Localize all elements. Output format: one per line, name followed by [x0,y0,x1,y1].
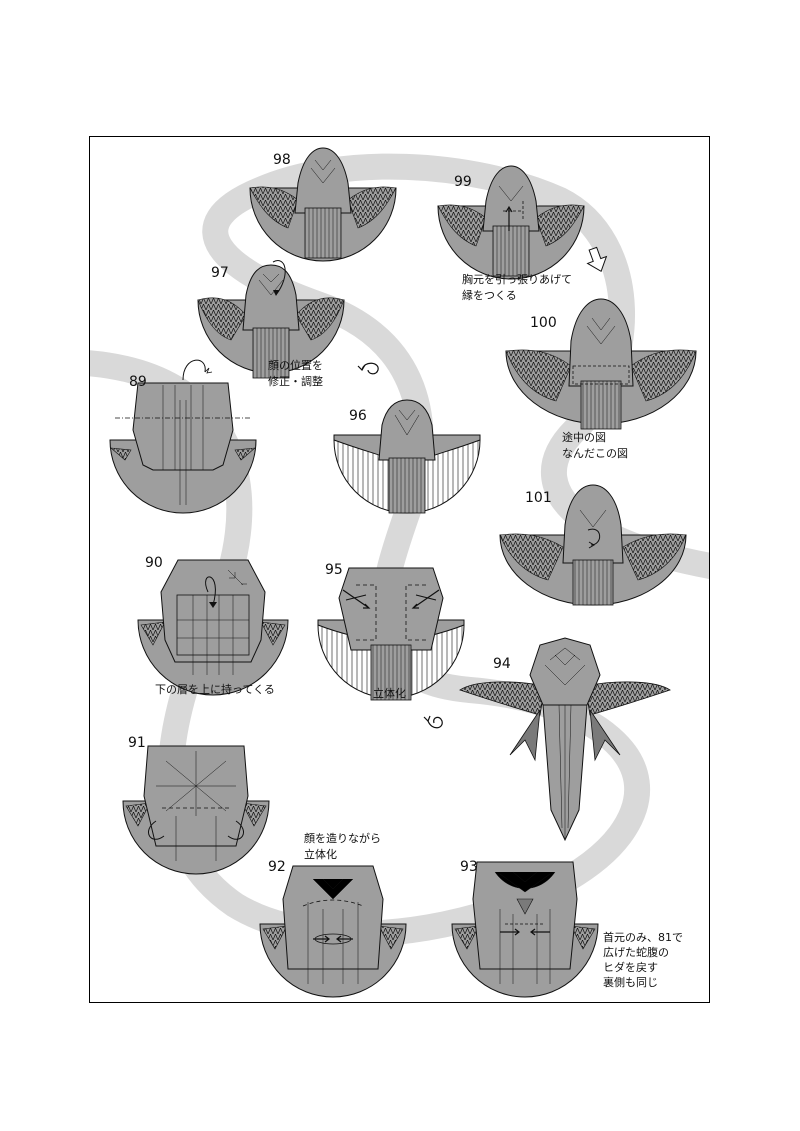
caption-intermediate-line2: なんだこの図 [562,447,628,460]
step-100-model [505,298,697,430]
caption-step-93-line3: ヒダを戻す [603,960,658,974]
rotate-arrow-icon [357,362,379,375]
step-number-98: 98 [273,152,291,168]
step-90-model [137,559,289,696]
caption-step-95: 立体化 [373,686,406,700]
step-number-91: 91 [128,735,146,751]
caption-intermediate-line1: 途中の図 [562,430,606,444]
step-95-model [317,567,465,701]
step-number-95: 95 [325,562,343,578]
hollow-down-arrow-icon [586,246,608,273]
caption-step-99-line2: 縁をつくる [462,288,517,302]
caption-step-97-line2: 修正・調整 [268,374,323,388]
step-99-model [437,165,585,280]
caption-step-97-line1: 顔の位置を [268,358,323,372]
step-number-94: 94 [493,656,511,672]
step-91-model [122,745,270,875]
caption-step-93-line1: 首元のみ、81で [603,930,683,944]
caption-step-93-line4: 裏側も同じ [603,975,658,989]
step-97-model [197,260,345,379]
step-number-101: 101 [525,490,552,506]
caption-step-99-line1: 胸元を引っ張りあげて [462,272,572,286]
step-number-89: 89 [129,374,147,390]
caption-step-92-line2: 立体化 [304,847,337,861]
step-number-100: 100 [530,315,557,331]
caption-step-92-line1: 顔を造りながら [304,831,381,845]
step-number-93: 93 [460,859,478,875]
flip-arrow-icon [423,715,443,729]
step-94-model [459,637,671,842]
step-101-model [499,484,687,606]
step-number-92: 92 [268,859,286,875]
step-number-90: 90 [145,555,163,571]
step-89-model [109,359,257,514]
step-number-97: 97 [211,265,229,281]
caption-step-90: 下の層を上に持ってくる [155,682,275,696]
step-92-model [259,865,407,998]
step-number-99: 99 [454,174,472,190]
step-96-model [333,399,481,514]
step-98-model [249,147,397,262]
caption-step-93-line2: 広げた蛇腹の [603,945,669,959]
step-number-96: 96 [349,408,367,424]
step-93-model [451,861,599,998]
